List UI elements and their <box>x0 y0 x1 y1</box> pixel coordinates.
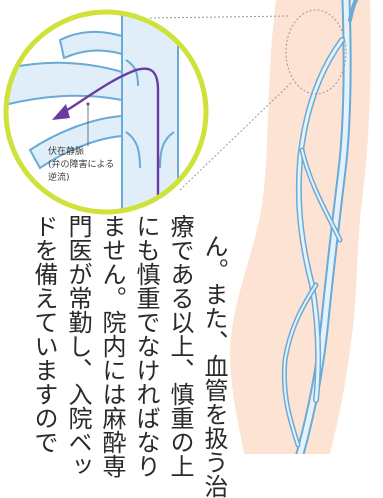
text-column: ん。また、血管を扱う治 <box>202 234 226 498</box>
text-column: ドを備えていますので <box>32 214 56 454</box>
text-column: にも慎重でなければなり <box>134 214 158 478</box>
text-column: 療である以上、慎重の上 <box>168 214 192 478</box>
text-column: 門医が常勤し、入院ベッ <box>66 214 90 478</box>
callout-line: 逆流) <box>48 172 114 185</box>
callout-line: 伏在静脈 <box>48 146 114 159</box>
callout-line: (弁の障害による <box>48 159 114 172</box>
text-column: ません。院内には麻酔専 <box>100 214 124 478</box>
vein-callout-label: 伏在静脈 (弁の障害による 逆流) <box>48 146 114 185</box>
